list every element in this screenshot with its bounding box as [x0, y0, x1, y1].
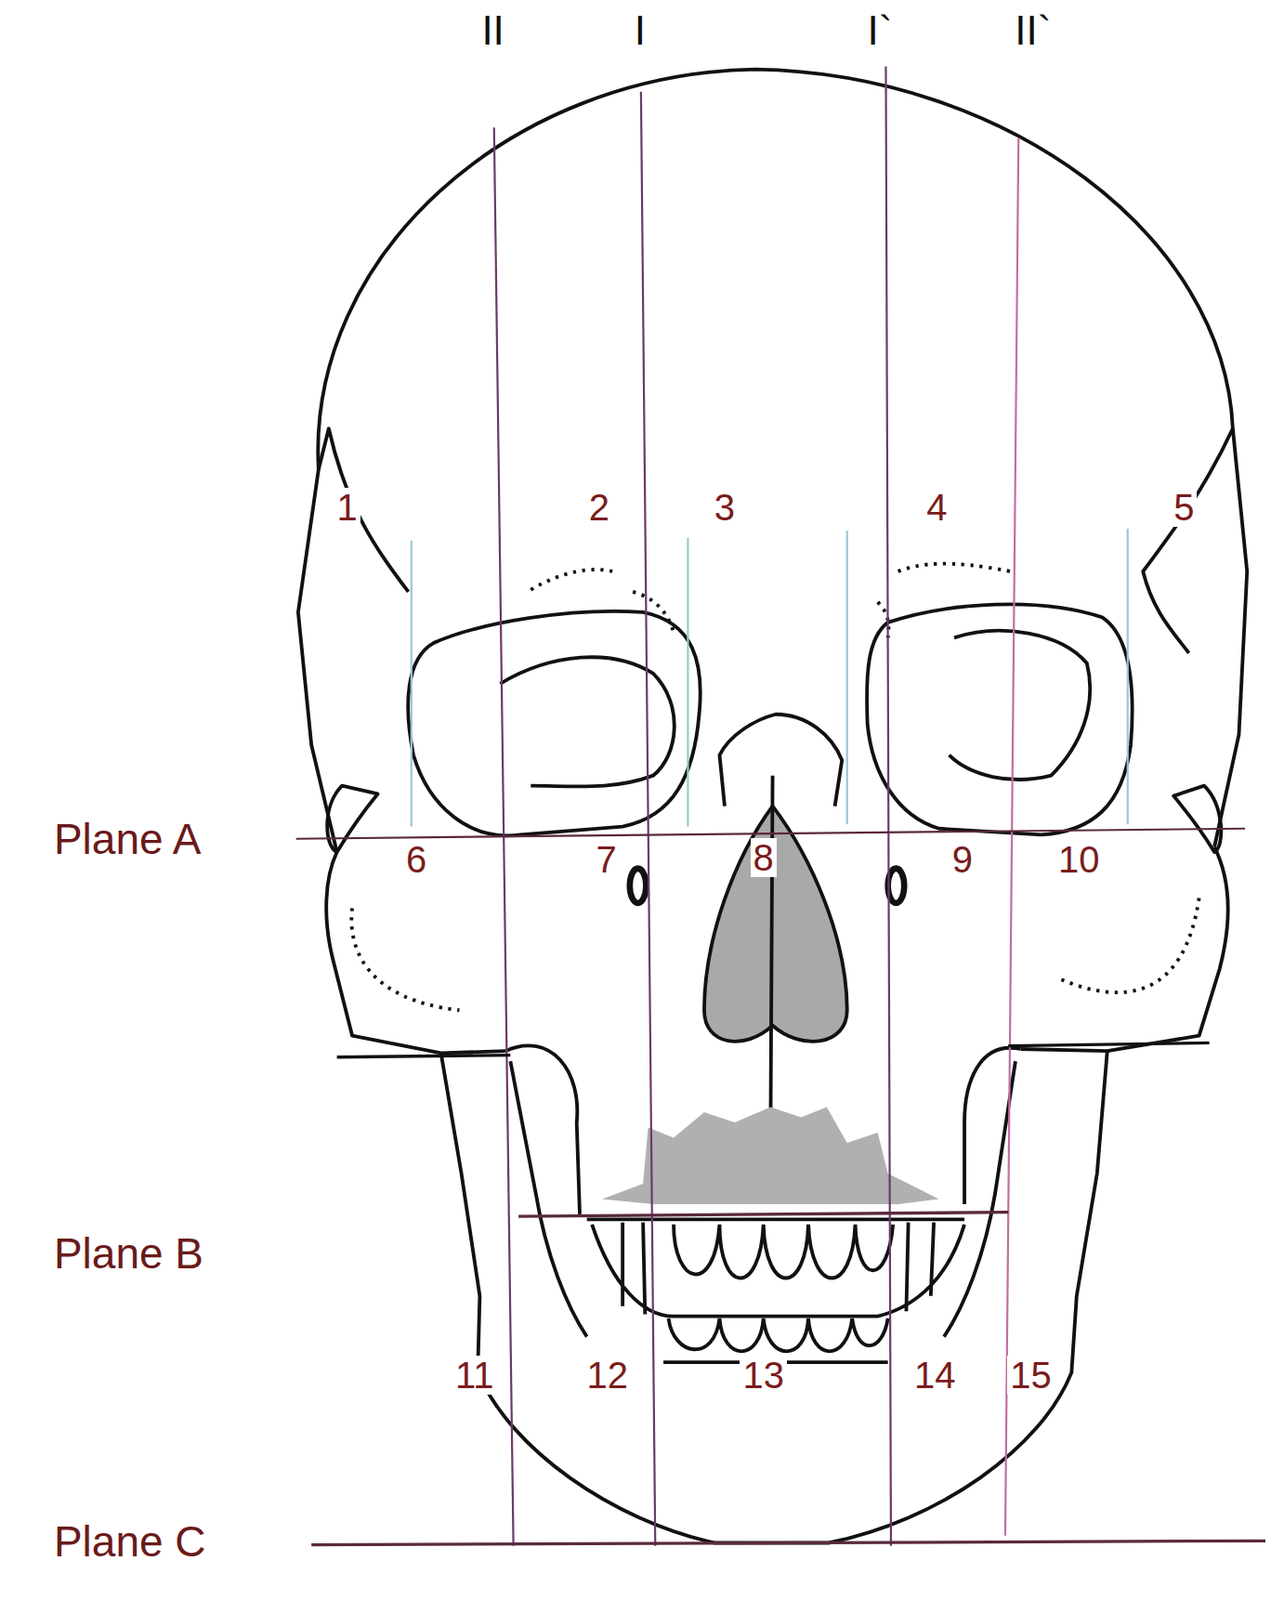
- upper-teeth: [587, 1218, 965, 1316]
- callout-number: 6: [403, 839, 430, 879]
- callout-number: 5: [1170, 487, 1197, 527]
- callout-number: 9: [949, 839, 976, 879]
- right-mastoid: [1173, 786, 1221, 852]
- guide-line: [410, 540, 413, 827]
- guide-line: [686, 537, 689, 827]
- right-orbit-inner: [949, 630, 1091, 780]
- right-foramen: [888, 868, 905, 904]
- line-label: II`: [1011, 9, 1054, 53]
- left-foramen: [629, 868, 647, 904]
- plane-line: [311, 1540, 1266, 1545]
- jaw-line: [1008, 1042, 1209, 1046]
- right-orbit: [866, 603, 1133, 835]
- callout-number: 3: [711, 487, 738, 527]
- callout-number: 14: [911, 1355, 959, 1395]
- callout-number: 11: [452, 1355, 498, 1395]
- left-orbit: [407, 611, 701, 836]
- left-zygoma: [318, 428, 506, 1053]
- right-zygoma: [1020, 428, 1232, 1051]
- plane-label: Plane A: [51, 816, 205, 862]
- guide-line: [1126, 528, 1129, 825]
- nasal-bones: [719, 714, 842, 807]
- callout-number: 4: [923, 487, 950, 527]
- callout-number: 13: [739, 1355, 787, 1395]
- reference-line: [1005, 137, 1019, 1536]
- left-ramus: [505, 1045, 588, 1337]
- plane-line: [518, 1212, 1009, 1217]
- plane-label: Plane C: [51, 1519, 210, 1564]
- plane-label: Plane B: [51, 1231, 207, 1276]
- line-label: II: [478, 9, 507, 53]
- nasal-aperture: [704, 806, 848, 1042]
- callout-number: 12: [583, 1355, 631, 1395]
- brow-dots: [530, 563, 1010, 639]
- cheek-dots: [351, 897, 1199, 1010]
- callout-number: 10: [1055, 839, 1103, 879]
- left-mastoid: [327, 786, 378, 852]
- callout-number: 1: [333, 487, 360, 527]
- nasal-septum: [770, 775, 773, 1133]
- callout-number: 2: [586, 487, 613, 527]
- reference-line: [885, 65, 891, 1546]
- callout-number: 7: [592, 839, 619, 879]
- jaw-line: [337, 1055, 511, 1058]
- line-label: I`: [864, 9, 896, 53]
- guide-line: [846, 530, 849, 825]
- skull-outline: [298, 69, 1247, 852]
- reference-line: [641, 91, 656, 1547]
- callout-number: 15: [1007, 1355, 1055, 1395]
- line-label: I: [631, 9, 649, 53]
- callout-number: 8: [750, 838, 777, 878]
